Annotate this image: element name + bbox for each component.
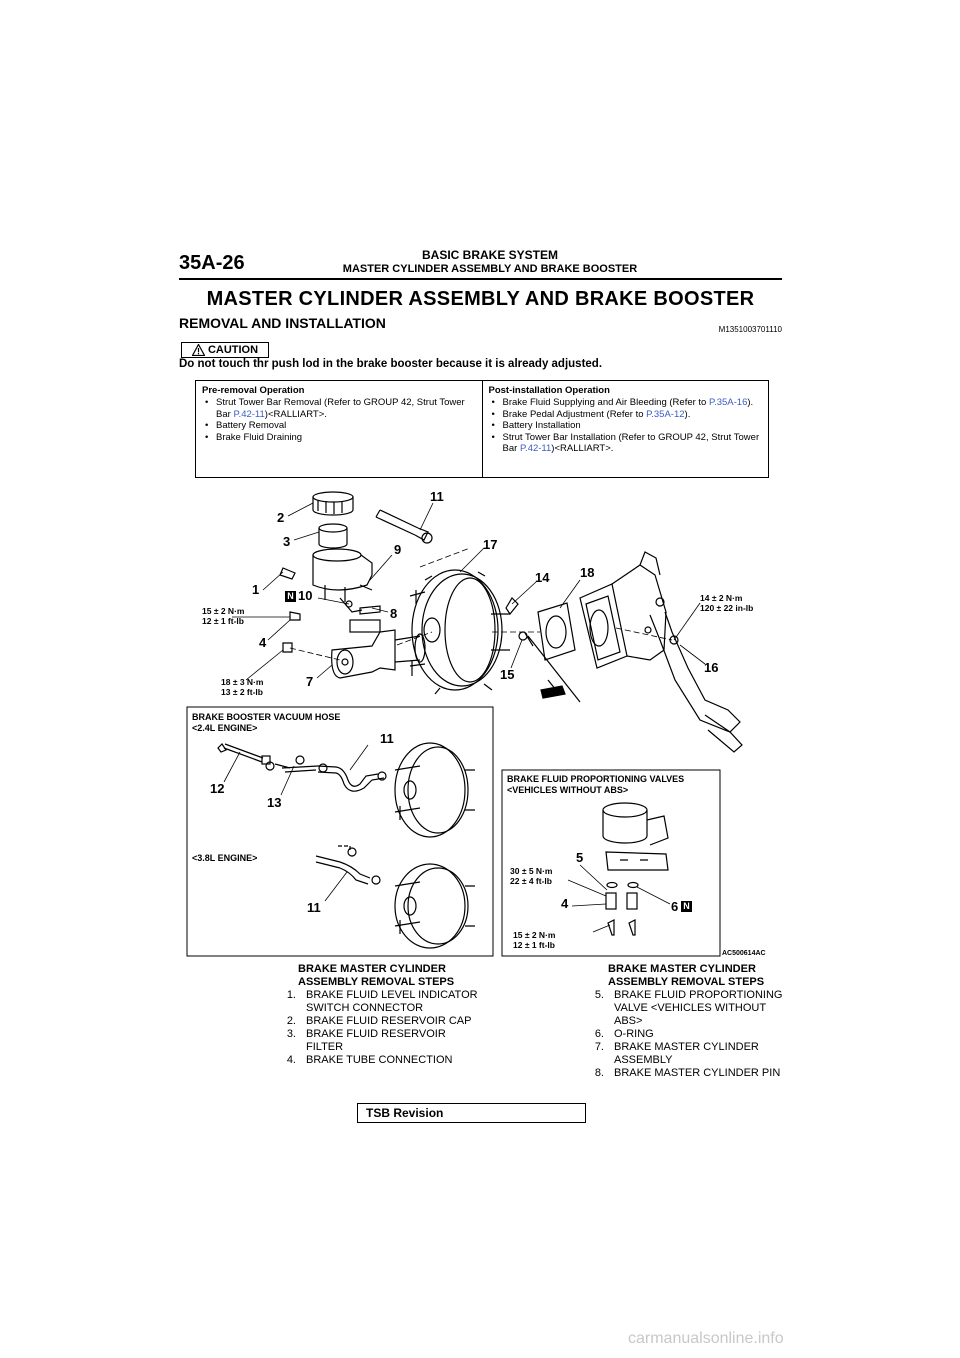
callout-11: 11 [307, 900, 321, 915]
reservoir-filter-part [318, 523, 348, 549]
gasket-part [524, 602, 581, 703]
ref-link[interactable]: P.35A-16 [708, 397, 748, 408]
vacuum-hose-box [186, 706, 494, 957]
tsb-revision-box: TSB Revision [357, 1103, 586, 1123]
caution-label: CAUTION [207, 344, 259, 356]
valve-leaders [567, 864, 671, 933]
step-item: 4.BRAKE TUBE CONNECTION [286, 1054, 453, 1066]
callout-4: 4 [561, 896, 569, 911]
pre-removal-title: Pre-removal Operation [202, 385, 305, 396]
n-mark-icon: N [285, 591, 296, 602]
leader-lines [232, 502, 706, 681]
n-mark-icon: N [681, 901, 692, 912]
callout-15: 15 [500, 667, 515, 682]
header-rule [179, 278, 782, 280]
operations-table: Pre-removal Operation Strut Tower Bar Re… [195, 380, 769, 478]
callout-4: 4 [259, 635, 267, 650]
footer-watermark[interactable]: carmanualsonline.info [628, 1330, 784, 1347]
caution-text: Do not touch thr push lod in the brake b… [179, 358, 603, 370]
callout-1: 1 [252, 582, 260, 597]
pre-removal-column: Pre-removal Operation Strut Tower Bar Re… [196, 381, 482, 477]
callout-17: 17 [483, 537, 498, 552]
pin-part [345, 600, 381, 615]
group-title: BASIC BRAKE SYSTEM [421, 248, 558, 262]
ref-link[interactable]: P.42-11 [233, 408, 265, 420]
callout-12: 12 [210, 781, 225, 796]
master-cylinder-part [331, 619, 426, 679]
callout-10: 10 [298, 588, 313, 603]
callout-14: 14 [535, 570, 550, 585]
pre-item: Strut Tower Bar Removal (Refer to GROUP … [202, 397, 476, 420]
callout-9: 9 [394, 542, 402, 557]
vacuum-hose-24l-drawing [217, 742, 475, 838]
clip-part [505, 597, 528, 641]
figure-code: AC500614AC [722, 950, 766, 957]
tube-nut-part [282, 611, 301, 653]
brake-booster-part [409, 569, 510, 695]
proportioning-valve-drawing [602, 802, 669, 936]
callout-8: 8 [390, 606, 398, 621]
callout-2: 2 [277, 510, 285, 525]
post-item: Strut Tower Bar Installation (Refer to G… [489, 432, 763, 455]
callout-18: 18 [580, 565, 595, 580]
proportioning-valve-box [501, 769, 721, 957]
page-number: 35A-26 [179, 252, 245, 274]
reservoir-part [312, 548, 373, 613]
page-title: MASTER CYLINDER ASSEMBLY AND BRAKE BOOST… [206, 288, 755, 310]
warning-icon [191, 344, 205, 356]
lubricant-icon [540, 679, 566, 699]
callout-11: 11 [380, 731, 394, 746]
reservoir-cap-part [312, 491, 354, 516]
post-installation-column: Post-installation Operation Brake Fluid … [481, 381, 769, 477]
valves-title: BRAKE FLUID PROPORTIONING VALVES<VEHICLE… [507, 774, 685, 795]
ref-link[interactable]: P.35A-12 [646, 408, 685, 420]
step-item: 2.BRAKE FLUID RESERVOIR CAP [286, 1015, 472, 1027]
connector-part [279, 567, 296, 580]
callout-3: 3 [283, 534, 291, 549]
pre-item: Brake Fluid Draining [202, 432, 476, 444]
step-item: 8.BRAKE MASTER CYLINDER PIN [594, 1067, 781, 1079]
vacuum-hose-38l-drawing [315, 845, 475, 949]
callout-5: 5 [576, 850, 584, 865]
callout-6: 6 [671, 899, 679, 914]
callout-13: 13 [267, 795, 282, 810]
callout-11: 11 [430, 489, 444, 504]
alignment-lines [289, 547, 673, 661]
post-item: Brake Pedal Adjustment (Refer to P.35A-1… [489, 409, 763, 421]
post-item: Battery Installation [489, 420, 763, 432]
caution-box: CAUTION [181, 342, 269, 358]
vacuum-hose-part [375, 509, 433, 544]
callout-16: 16 [704, 660, 719, 675]
section-heading: REMOVAL AND INSTALLATION [179, 315, 386, 331]
ref-link[interactable]: P.42-11 [519, 443, 552, 454]
post-installation-title: Post-installation Operation [488, 385, 610, 396]
callout-7: 7 [306, 674, 314, 689]
header-subtitle: MASTER CYLINDER ASSEMBLY AND BRAKE BOOST… [342, 263, 638, 275]
step-item: 6.O-RING [594, 1028, 654, 1040]
pedal-bracket-part [579, 551, 743, 753]
vacuum-hose-title: BRAKE BOOSTER VACUUM HOSE<2.4L ENGINE> [192, 712, 341, 733]
engine-38l-label: <3.8L ENGINE> [192, 853, 258, 863]
vacuum-leaders [223, 744, 369, 902]
pre-item: Battery Removal [202, 420, 476, 432]
post-item: Brake Fluid Supplying and Air Bleeding (… [489, 397, 763, 409]
section-code: M1351003701110 [718, 325, 782, 334]
